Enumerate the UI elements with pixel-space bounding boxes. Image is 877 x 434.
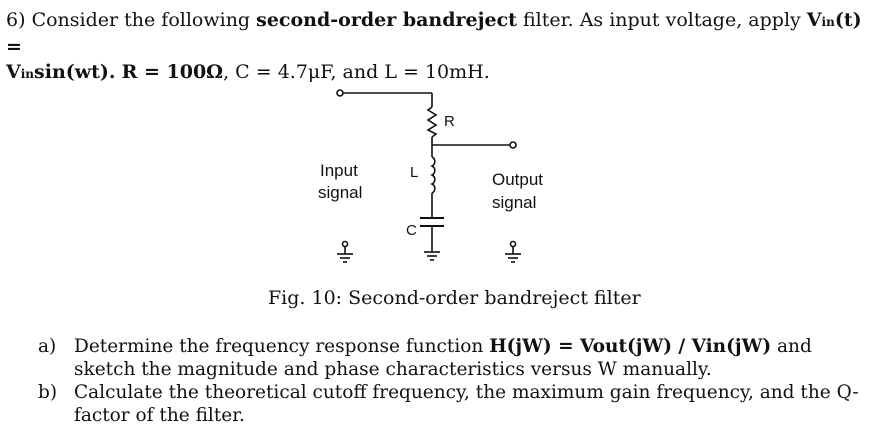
- question-b-label: b): [38, 382, 58, 403]
- circuit-diagram: R L C Input signal Output signal: [300, 80, 580, 280]
- question-a-label: a): [38, 336, 57, 357]
- output-terminal: [509, 141, 517, 149]
- problem-text-2: filter. As input voltage, apply: [522, 9, 801, 31]
- question-a-text-1: Determine the frequency response functio…: [74, 336, 484, 357]
- vin-symbol: Vin(t) =: [6, 9, 862, 58]
- question-a-text-2: and sketch the magnitude and phase chara…: [74, 336, 812, 380]
- problem-number: 6): [6, 9, 26, 31]
- component-values: , C = 4.7μF, and L = 10mH.: [223, 61, 490, 83]
- input-label-line1: Input: [320, 161, 358, 180]
- inductor-symbol: [430, 156, 436, 194]
- resistor-symbol: [426, 106, 438, 138]
- vin-expression: Vinsin(wt).: [6, 61, 116, 83]
- ground-left-terminal: [341, 240, 349, 248]
- circuit-schematic: R L C Input signal Output signal: [318, 89, 543, 263]
- question-list: a) Determine the frequency response func…: [38, 335, 874, 427]
- problem-text-1: Consider the following: [31, 9, 251, 31]
- input-label-line2: signal: [318, 183, 362, 202]
- input-terminal: [336, 89, 344, 97]
- ground-right-terminal: [509, 240, 517, 248]
- transfer-function: H(jW) = Vout(jW) / Vin(jW): [489, 336, 772, 357]
- resistor-label: R: [444, 113, 455, 130]
- figure-caption: Fig. 10: Second-order bandreject filter: [268, 287, 641, 309]
- resistor-value: R = 100Ω: [121, 61, 224, 83]
- filter-type: second-order bandreject: [256, 9, 517, 31]
- question-a: a) Determine the frequency response func…: [38, 335, 874, 381]
- question-b-text: Calculate the theoretical cutoff frequen…: [74, 382, 859, 426]
- capacitor-label: C: [406, 222, 417, 239]
- question-b: b) Calculate the theoretical cutoff freq…: [38, 381, 874, 427]
- problem-statement: 6) Consider the following second-order b…: [6, 8, 871, 87]
- inductor-label: L: [410, 164, 418, 181]
- output-label-line1: Output: [492, 170, 543, 189]
- output-label-line2: signal: [492, 193, 536, 212]
